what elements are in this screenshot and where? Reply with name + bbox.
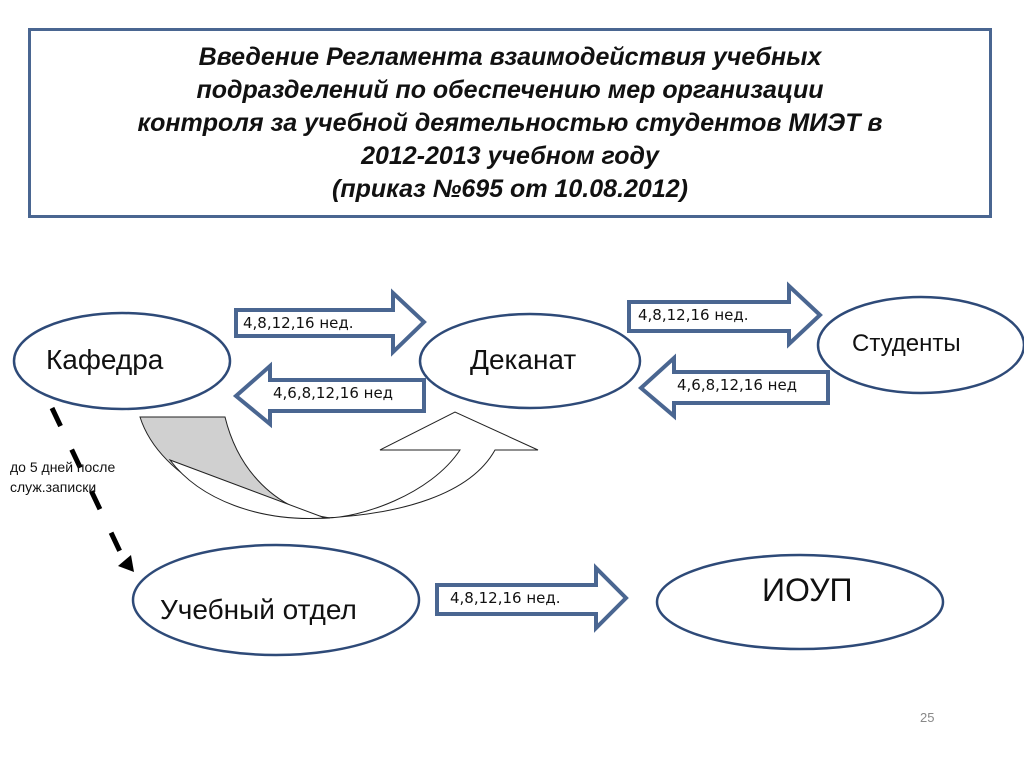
- label-ioup: ИОУП: [762, 572, 853, 608]
- title-line-1: Введение Регламента взаимодействия учебн…: [198, 42, 822, 71]
- dashed-connector: [49, 406, 127, 562]
- arrow-dekanat-to-studenty: [627, 281, 823, 349]
- arrow-label-otdel-to-ioup: 4,8,12,16 нед.: [450, 589, 561, 607]
- title-line-3: контроля за учебной деятельностью студен…: [137, 108, 883, 137]
- deadline-note: до 5 дней после служ.записки: [10, 457, 160, 497]
- arrow-label-studenty-to-dekanat: 4,6,8,12,16 нед: [677, 376, 798, 394]
- label-dekanat: Деканат: [470, 344, 577, 375]
- arrow-kafedra-to-dekanat: [234, 288, 427, 357]
- dashed-connector-arrowhead: [118, 555, 134, 572]
- arrow-label-dekanat-to-kafedra: 4,6,8,12,16 нед: [273, 384, 394, 402]
- node-kafedra: [12, 311, 232, 411]
- title-line-2: подразделений по обеспечению мер организ…: [196, 75, 824, 104]
- arrow-label-dekanat-to-studenty: 4,8,12,16 нед.: [638, 306, 749, 324]
- node-ioup: [655, 553, 945, 651]
- node-uchebny-otdel: [131, 543, 421, 657]
- arrow-dekanat-to-kafedra: [232, 361, 426, 429]
- label-uchebny-otdel: Учебный отдел: [160, 594, 357, 625]
- arrow-studenty-to-dekanat: [637, 353, 830, 421]
- title-line-4: 2012-2013 учебном году: [361, 141, 659, 170]
- title-box: Введение Регламента взаимодействия учебн…: [28, 28, 992, 218]
- deadline-note-line-2: служ.записки: [10, 479, 97, 495]
- arrow-otdel-to-ioup: [435, 563, 629, 633]
- curved-arrow-white: [168, 411, 539, 519]
- arrow-label-kafedra-to-dekanat: 4,8,12,16 нед.: [243, 314, 354, 332]
- node-studenty: [816, 295, 1024, 395]
- label-kafedra: Кафедра: [46, 344, 164, 375]
- title-line-5: (приказ №695 от 10.08.2012): [332, 174, 688, 203]
- label-studenty: Студенты: [852, 330, 961, 357]
- page-number: 25: [920, 710, 935, 725]
- deadline-note-line-1: до 5 дней после: [10, 459, 116, 475]
- node-dekanat: [418, 312, 642, 410]
